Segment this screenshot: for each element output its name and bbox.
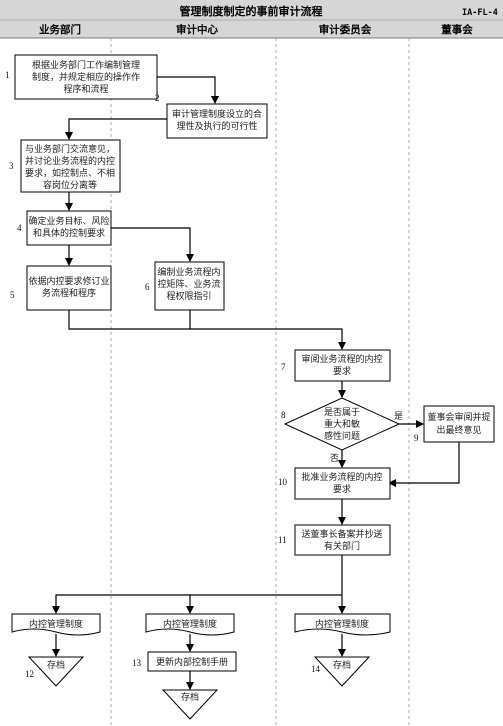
step-5-line: 务流程和程序 [42, 287, 96, 299]
archive-12-number: 12 [25, 669, 34, 679]
document-code: IA-FL-4 [462, 8, 498, 18]
step-4-line: 和具体的控制要求 [33, 227, 105, 239]
step-6: 编制业务流程内 控矩阵、业务流 程权限指引 [154, 261, 225, 311]
archive-13-label: 存档 [181, 691, 199, 703]
step-8-line: 是否属于 [324, 407, 360, 418]
connector-9-10 [388, 442, 460, 487]
lane-header-audit-center: 审计中心 [176, 23, 218, 36]
step-13-line: 更新内部控制手册 [156, 656, 228, 668]
step-9: 董事会审阅并提 出最终意见 [423, 405, 495, 443]
step-10-line: 批准业务流程的内控 [301, 471, 382, 483]
archive-14-label: 存档 [333, 659, 351, 671]
step-8-number: 8 [281, 410, 286, 420]
step-5: 依据内控要求修订业 务流程和程序 [26, 265, 112, 311]
connector-5-7 [68, 310, 346, 350]
document-3-label: 内控管理制度 [315, 618, 369, 630]
step-11-line: 有关部门 [324, 540, 360, 552]
archive-13: 存档 [161, 689, 219, 720]
step-1-line: 程序和流程 [63, 83, 108, 95]
step-10: 批准业务流程的内控 要求 [294, 467, 391, 500]
step-9-line: 出最终意见 [436, 424, 481, 436]
step-10-line: 要求 [333, 483, 351, 495]
step-3-line: 并讨论业务流程的内控 [25, 155, 115, 167]
step-1-line: 根据业务部门工作编制管理 [32, 59, 140, 71]
step-13: 更新内部控制手册 [147, 651, 237, 672]
step-3-line: 与业务部门交流意见， [25, 143, 115, 155]
step-4-line: 确定业务目标、风险 [28, 215, 109, 227]
page-title: 管理制度制定的事前审计流程 [180, 4, 323, 18]
step-3-line: 容岗位分离等 [43, 179, 97, 191]
step-6-line: 编制业务流程内 [157, 266, 220, 278]
step-7-line: 要求 [333, 365, 351, 377]
step-6-number: 6 [145, 282, 150, 292]
step-2-line: 审计管理制度设立的合 [172, 108, 262, 120]
step-6-line: 程权限指引 [166, 290, 211, 302]
step-4-number: 4 [17, 223, 22, 233]
document-1-label: 内控管理制度 [29, 618, 83, 630]
step-13-number: 13 [132, 658, 142, 668]
step-3: 与业务部门交流意见， 并讨论业务流程的内控 要求，如控制点、不相 容岗位分离等 [20, 139, 121, 193]
connector-4-6 [111, 227, 194, 262]
step-7-line: 审阅业务流程的内控 [301, 353, 382, 365]
step-8-line: 重大和敏 [324, 418, 360, 430]
step-6-line: 控矩阵、业务流 [157, 278, 220, 290]
connector-1-2 [157, 76, 219, 104]
connector-2-3 [65, 118, 167, 140]
archive-14: 存档 [313, 656, 371, 687]
step-3-number: 3 [9, 161, 14, 171]
yes-label: 是 [394, 411, 403, 422]
archive-12-label: 存档 [47, 659, 65, 671]
archive-12: 存档 [27, 656, 85, 687]
document-3: 内控管理制度 [294, 613, 391, 636]
step-8-line: 感性问题 [324, 430, 360, 442]
step-10-number: 10 [278, 477, 288, 487]
step-7: 审阅业务流程的内控 要求 [294, 349, 391, 382]
step-4: 确定业务目标、风险 和具体的控制要求 [26, 210, 112, 246]
step-5-number: 5 [10, 290, 15, 300]
step-8-decision: 是否属于 重大和敏 感性问题 [283, 397, 401, 451]
header-bar [0, 0, 503, 38]
step-1-line: 制度，并规定相应的操作作 [32, 71, 140, 83]
step-1-number: 1 [5, 70, 10, 80]
step-3-line: 要求，如控制点、不相 [25, 167, 115, 179]
step-2: 审计管理制度设立的合 理性及执行的可行性 [166, 103, 268, 139]
step-2-line: 理性及执行的可行性 [176, 120, 257, 132]
archive-14-number: 14 [311, 664, 321, 674]
step-11: 送董事长备案并抄送 有关部门 [294, 524, 391, 556]
document-2: 内控管理制度 [145, 613, 235, 636]
step-9-line: 董事会审阅并提 [427, 411, 490, 423]
step-7-number: 7 [281, 362, 286, 372]
step-1: 根据业务部门工作编制管理 制度，并规定相应的操作作 程序和流程 [14, 54, 158, 100]
no-label: 否 [330, 453, 339, 464]
lane-header-board: 董事会 [441, 23, 473, 36]
step-9-number: 9 [414, 433, 419, 443]
document-1: 内控管理制度 [11, 613, 101, 636]
step-11-line: 送董事长备案并抄送 [301, 528, 382, 540]
lane-header-audit-committee: 审计委员会 [319, 23, 372, 36]
document-2-label: 内控管理制度 [163, 618, 217, 630]
step-5-line: 依据内控要求修订业 [28, 275, 109, 287]
connector-11-doc1 [52, 594, 342, 614]
step-2-number: 2 [155, 93, 160, 103]
step-11-number: 11 [278, 535, 287, 545]
lane-header-business: 业务部门 [39, 23, 81, 36]
